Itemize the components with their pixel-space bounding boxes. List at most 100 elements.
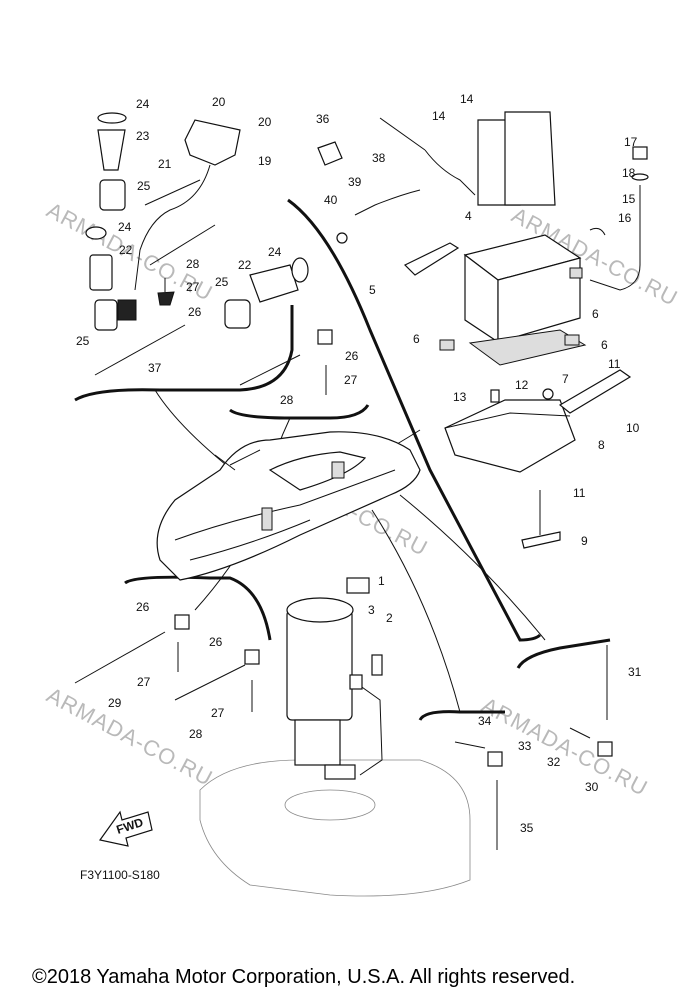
callout-32: 32	[547, 755, 561, 769]
callout-26: 26	[209, 635, 223, 649]
pump-connector	[346, 577, 370, 594]
clamp-36	[317, 141, 343, 166]
callout-37: 37	[148, 361, 162, 375]
callout-21: 21	[158, 157, 172, 171]
watercraft-hull	[156, 431, 421, 581]
callout-22: 22	[238, 258, 252, 272]
callout-33: 33	[518, 739, 532, 753]
bracket-right	[287, 198, 542, 642]
cap-24-right	[291, 257, 309, 283]
hull-line	[189, 519, 311, 561]
watermark: ARMADA-CO.RU	[478, 692, 653, 801]
clip-26-ll2	[244, 649, 260, 665]
cap-23	[97, 129, 126, 171]
fwd-arrow: FWD	[98, 810, 153, 847]
diagram-code: F3Y1100-S180	[80, 868, 160, 882]
callout-20: 20	[212, 95, 226, 109]
clip-26-ll	[174, 614, 190, 630]
callout-16: 16	[618, 211, 632, 225]
callout-25: 25	[137, 179, 151, 193]
bracket-5	[403, 242, 460, 276]
callout-6: 6	[413, 332, 420, 346]
clip-26	[157, 291, 175, 306]
callout-18: 18	[622, 166, 636, 180]
ring-24	[85, 226, 107, 240]
holder-22	[89, 254, 113, 291]
callout-3: 3	[368, 603, 375, 617]
pad-6b	[564, 334, 580, 346]
handlebar	[214, 449, 261, 471]
callout-27: 27	[137, 675, 151, 689]
lead-4	[424, 149, 476, 196]
meter-19	[184, 119, 241, 166]
callout-19: 19	[258, 154, 272, 168]
upper-left-group	[85, 112, 309, 376]
clip-30	[597, 741, 613, 757]
callout-29: 29	[108, 696, 122, 710]
connector-3	[349, 674, 363, 690]
callout-40: 40	[324, 193, 338, 207]
leader	[371, 509, 461, 713]
callout-26: 26	[188, 305, 202, 319]
callout-24: 24	[136, 97, 150, 111]
callout-28: 28	[280, 393, 294, 407]
clip-26-mid	[317, 329, 333, 345]
clip-16	[589, 227, 606, 236]
cap-24	[97, 112, 127, 124]
callout-24: 24	[268, 245, 282, 259]
callout-12: 12	[515, 378, 529, 392]
callout-31: 31	[628, 665, 642, 679]
callout-7: 7	[562, 372, 569, 386]
callout-39: 39	[348, 175, 362, 189]
callout-26: 26	[136, 600, 150, 614]
callout-11: 11	[608, 357, 621, 371]
hull-line	[174, 469, 396, 541]
pad-6a	[439, 339, 455, 351]
cable-39	[354, 189, 421, 216]
hull-part	[331, 461, 345, 479]
callout-28: 28	[189, 727, 203, 741]
callout-25: 25	[76, 334, 90, 348]
callout-9: 9	[581, 534, 588, 548]
callout-15: 15	[622, 192, 636, 206]
sleeve-25-right	[224, 299, 251, 329]
callout-13: 13	[453, 390, 467, 404]
callout-17: 17	[624, 135, 638, 149]
callout-14: 14	[432, 109, 446, 123]
band-37	[94, 324, 186, 376]
bracket-mid	[229, 404, 370, 420]
callout-6: 6	[592, 307, 599, 321]
sleeve-25	[99, 179, 126, 211]
callout-27: 27	[344, 373, 358, 387]
battery-tray-7	[468, 329, 587, 366]
hull-outline	[156, 431, 421, 581]
plate-9	[521, 531, 561, 549]
lower-right-group	[454, 645, 613, 850]
pad-6c	[569, 267, 583, 279]
callout-5: 5	[369, 283, 376, 297]
bracket-upper-left	[74, 305, 294, 402]
engine-outline	[199, 759, 471, 897]
band-28-ll	[174, 664, 246, 701]
sleeve-25-lower	[94, 299, 118, 331]
cap-17	[632, 146, 648, 160]
battery-box-8	[444, 399, 576, 473]
pump-wire	[351, 679, 383, 776]
callout-25: 25	[215, 275, 229, 289]
nut-12	[542, 388, 554, 400]
callout-26: 26	[345, 349, 359, 363]
vent-tube	[589, 200, 641, 291]
fuel-pump-assembly	[199, 577, 471, 897]
lower-left-group	[74, 614, 260, 712]
callout-2: 2	[386, 611, 393, 625]
callout-30: 30	[585, 780, 599, 794]
engine-outline	[284, 789, 376, 821]
relay	[117, 299, 137, 321]
callout-6: 6	[601, 338, 608, 352]
battery-group	[317, 111, 649, 549]
callout-8: 8	[598, 438, 605, 452]
callout-22: 22	[119, 243, 133, 257]
callout-4: 4	[465, 209, 472, 223]
hull-part	[261, 507, 273, 531]
